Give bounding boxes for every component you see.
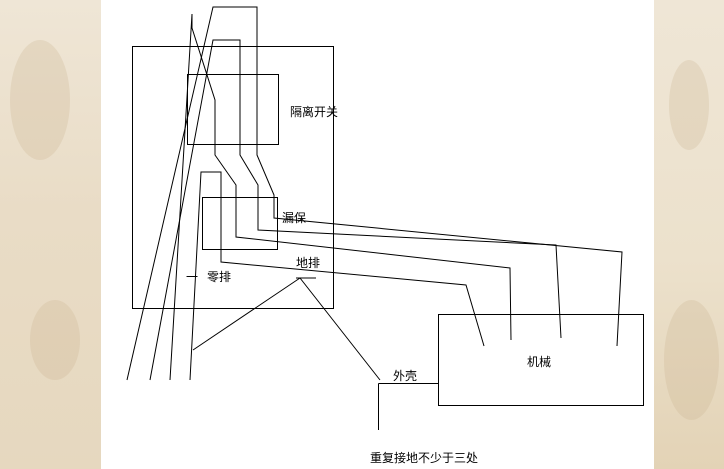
ink-blot-decoration bbox=[669, 60, 709, 150]
isolating-switch-label: 隔离开关 bbox=[290, 105, 339, 119]
phase-wire bbox=[149, 39, 562, 381]
left-decorative-panel bbox=[0, 0, 101, 469]
machine-box bbox=[438, 314, 644, 406]
distribution-cabinet bbox=[132, 46, 334, 309]
ink-blot-decoration bbox=[10, 40, 70, 160]
isolating-switch-box bbox=[187, 74, 279, 145]
machine-label: 机械 bbox=[527, 355, 552, 369]
ground-wire bbox=[192, 277, 381, 381]
caption-text: 重复接地不少于三处 bbox=[370, 451, 479, 465]
leakage-protector-box bbox=[202, 197, 278, 250]
enclosure-label: 外壳 bbox=[393, 369, 418, 383]
neutral-bar-label: 零排 bbox=[207, 270, 232, 284]
slide-canvas bbox=[101, 0, 654, 469]
right-decorative-panel bbox=[654, 0, 724, 469]
incoming-wires bbox=[126, 6, 623, 381]
phase-wire bbox=[169, 13, 512, 381]
ground-bar-label: 地排 bbox=[296, 256, 321, 270]
neutral-wire bbox=[189, 171, 485, 381]
ink-blot-decoration bbox=[30, 300, 80, 380]
phase-wire bbox=[126, 6, 623, 381]
neutral-bar-dash: 一 bbox=[186, 270, 199, 284]
plum-branch-decoration bbox=[664, 300, 719, 420]
leakage-protector-label: 漏保 bbox=[282, 211, 307, 225]
